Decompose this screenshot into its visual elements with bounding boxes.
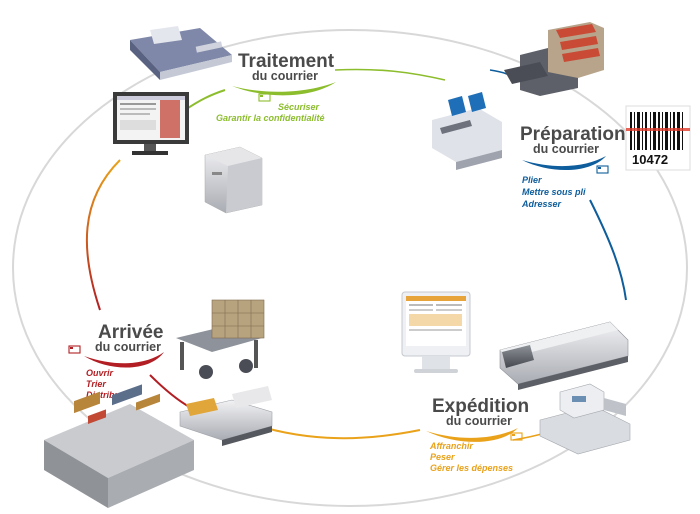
stage-traitement: Traitement du courrier Sécuriser Garanti… — [216, 51, 336, 123]
barcode-digits: 10472 — [632, 152, 668, 167]
mailroom-3d-image — [44, 384, 194, 508]
shredder-image — [204, 146, 263, 214]
expedition-swoosh — [426, 428, 518, 442]
software-monitor-image — [113, 92, 189, 155]
connector-blue-right — [589, 199, 627, 301]
expedition-step-1: Affranchir — [429, 441, 473, 451]
connector-green — [184, 89, 226, 111]
arrivee-swoosh — [84, 352, 164, 368]
traitement-title: Traitement — [238, 51, 335, 72]
inserter-machine-image — [504, 22, 604, 96]
connector-green-right — [334, 68, 446, 81]
preparation-swoosh — [522, 156, 606, 171]
stage-expedition: Expédition du courrier Affranchir Peser … — [426, 396, 529, 473]
preparation-subtitle: du courrier — [533, 142, 599, 156]
traitement-swoosh — [232, 82, 336, 96]
arrivee-step-2: Trier — [86, 379, 106, 389]
sorting-desk-image — [176, 299, 265, 379]
preparation-title: Préparation — [520, 124, 626, 145]
stage-preparation: Préparation du courrier Plier Mettre sou… — [520, 124, 626, 209]
envelope-icon — [68, 345, 81, 354]
postage-software-monitor-image — [401, 291, 471, 373]
expedition-step-2: Peser — [430, 452, 455, 462]
expedition-step-3: Gérer les dépenses — [430, 463, 513, 473]
traitement-step-1: Sécuriser — [278, 102, 320, 112]
arrivee-step-1: Ouvrir — [86, 368, 114, 378]
expedition-title: Expédition — [432, 396, 529, 417]
postal-scale-image — [539, 383, 631, 455]
traitement-subtitle: du courrier — [252, 69, 318, 83]
arrivee-step-3: Distribuer — [86, 390, 129, 400]
folding-machine-image — [130, 26, 232, 80]
letter-opener-image — [179, 386, 273, 446]
traitement-step-2: Garantir la confidentialité — [216, 113, 325, 123]
folder-machine-image — [432, 92, 502, 170]
arrivee-title: Arrivée — [98, 322, 164, 343]
expedition-subtitle: du courrier — [446, 414, 512, 428]
cycle-ring — [12, 29, 688, 507]
envelope-icon — [258, 93, 271, 102]
preparation-step-2: Mettre sous pli — [522, 187, 586, 197]
arrivee-subtitle: du courrier — [95, 340, 161, 354]
stage-arrivee: Arrivée du courrier Ouvrir Trier Distrib… — [68, 322, 164, 400]
preparation-step-3: Adresser — [521, 199, 562, 209]
franking-machine-image — [499, 321, 629, 390]
barcode-image: 10472 — [625, 105, 691, 171]
connector-red-left — [85, 159, 121, 311]
envelope-icon — [596, 165, 609, 174]
preparation-step-1: Plier — [522, 175, 542, 185]
envelope-icon — [510, 432, 523, 441]
